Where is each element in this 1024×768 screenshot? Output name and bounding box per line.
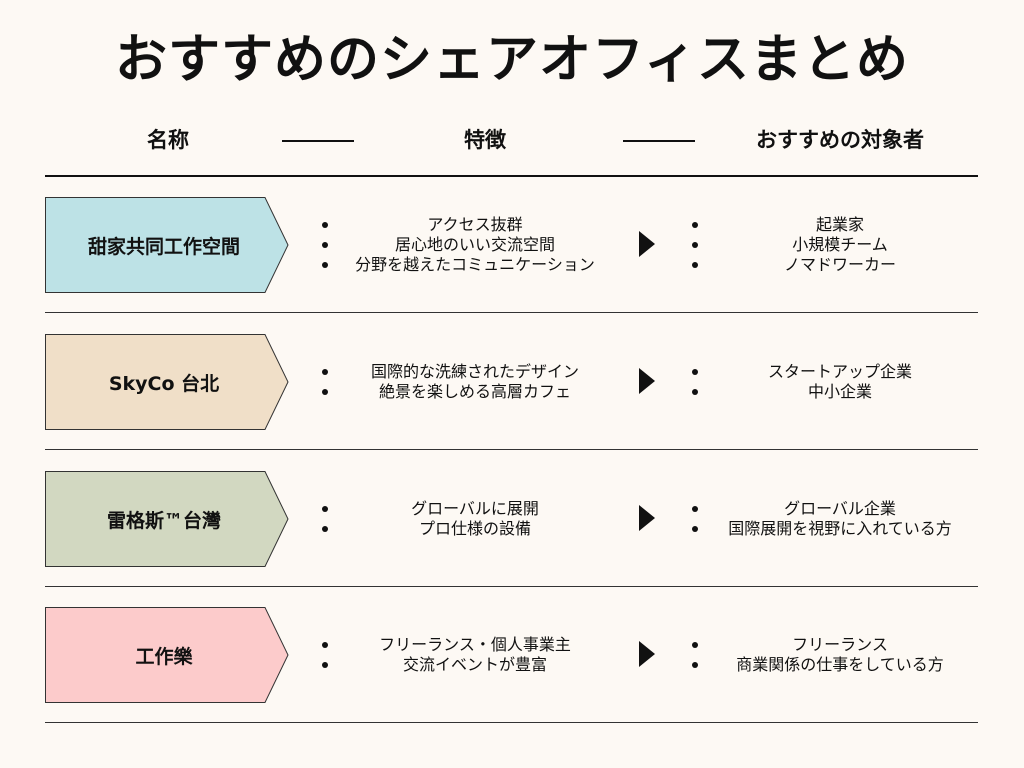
target-list: グローバル企業 国際展開を視野に入れている方 <box>688 471 978 567</box>
bullet-icon <box>692 369 698 375</box>
target-item: 起業家 <box>688 215 978 235</box>
bullet-icon <box>692 506 698 512</box>
target-list: 起業家 小規模チーム ノマドワーカー <box>688 197 978 293</box>
target-text: 起業家 <box>815 215 864 234</box>
feature-list: フリーランス・個人事業主 交流イベントが豊富 <box>318 607 618 703</box>
feature-list: アクセス抜群 居心地のいい交流空間 分野を越えたコミュニケーション <box>318 197 618 293</box>
row-divider <box>45 449 978 450</box>
target-text: ノマドワーカー <box>783 255 896 274</box>
feature-text: 国際的な洗練されたデザイン <box>370 362 579 381</box>
target-item: フリーランス <box>688 635 978 655</box>
bullet-icon <box>322 222 328 228</box>
office-name-tag: 甜家共同工作空間 <box>45 197 289 293</box>
header-rule <box>45 175 978 177</box>
target-item: ノマドワーカー <box>688 255 978 275</box>
row-divider <box>45 586 978 587</box>
feature-text: プロ仕様の設備 <box>418 519 531 538</box>
column-header-name: 名称 <box>147 128 189 152</box>
target-text: 国際展開を視野に入れている方 <box>728 519 952 538</box>
header-divider-left <box>282 140 354 142</box>
office-row: 雷格斯™台灣 グローバルに展開 プロ仕様の設備 グローバル企業 国際展開を視野に… <box>0 471 1024 567</box>
bullet-icon <box>692 642 698 648</box>
triangle-arrow-icon <box>639 231 655 257</box>
office-row: 工作樂 フリーランス・個人事業主 交流イベントが豊富 フリーランス 商業関係の仕… <box>0 607 1024 703</box>
bullet-icon <box>322 642 328 648</box>
arrow-tag-shape <box>45 471 289 567</box>
target-text: グローバル企業 <box>784 499 896 518</box>
target-item: 国際展開を視野に入れている方 <box>688 519 978 539</box>
feature-text: フリーランス・個人事業主 <box>379 635 571 654</box>
feature-item: グローバルに展開 <box>318 499 618 519</box>
feature-item: 国際的な洗練されたデザイン <box>318 362 618 382</box>
office-name-tag: 工作樂 <box>45 607 289 703</box>
bullet-icon <box>322 662 328 668</box>
bullet-icon <box>322 369 328 375</box>
bullet-icon <box>322 242 328 248</box>
office-row: 甜家共同工作空間 アクセス抜群 居心地のいい交流空間 分野を越えたコミュニケーシ… <box>0 197 1024 293</box>
target-text: スタートアップ企業 <box>767 362 912 381</box>
office-row: SkyCo 台北 国際的な洗練されたデザイン 絶景を楽しめる高層カフェ スタート… <box>0 334 1024 430</box>
bullet-icon <box>322 506 328 512</box>
office-name-tag: SkyCo 台北 <box>45 334 289 430</box>
triangle-arrow-icon <box>639 368 655 394</box>
target-text: 商業関係の仕事をしている方 <box>736 655 944 674</box>
target-text: 小規模チーム <box>792 235 888 254</box>
feature-list: 国際的な洗練されたデザイン 絶景を楽しめる高層カフェ <box>318 334 618 430</box>
office-name: 雷格斯™台灣 <box>106 509 221 532</box>
target-item: 中小企業 <box>688 382 978 402</box>
feature-text: グローバルに展開 <box>411 499 539 518</box>
target-item: グローバル企業 <box>688 499 978 519</box>
office-name-tag: 雷格斯™台灣 <box>45 471 289 567</box>
feature-text: 交流イベントが豊富 <box>402 655 547 674</box>
column-header-target: おすすめの対象者 <box>756 128 924 152</box>
arrow-tag-shape <box>45 607 289 703</box>
column-header-features: 特徴 <box>464 128 506 152</box>
target-text: 中小企業 <box>807 382 872 401</box>
bullet-icon <box>692 222 698 228</box>
feature-item: 居心地のいい交流空間 <box>318 235 618 255</box>
arrow-tag-shape <box>45 197 289 293</box>
target-text: フリーランス <box>792 635 888 654</box>
office-name: SkyCo 台北 <box>108 372 220 395</box>
feature-item: 絶景を楽しめる高層カフェ <box>318 382 618 402</box>
target-item: 小規模チーム <box>688 235 978 255</box>
office-name: 工作樂 <box>135 645 193 668</box>
triangle-arrow-icon <box>639 641 655 667</box>
office-name: 甜家共同工作空間 <box>87 235 240 258</box>
arrow-tag-shape <box>45 334 289 430</box>
bullet-icon <box>322 389 328 395</box>
feature-list: グローバルに展開 プロ仕様の設備 <box>318 471 618 567</box>
feature-item: プロ仕様の設備 <box>318 519 618 539</box>
target-list: スタートアップ企業 中小企業 <box>688 334 978 430</box>
feature-text: 居心地のいい交流空間 <box>394 235 555 254</box>
feature-text: 絶景を楽しめる高層カフェ <box>378 382 571 401</box>
bullet-icon <box>692 662 698 668</box>
bullet-icon <box>692 242 698 248</box>
feature-item: 分野を越えたコミュニケーション <box>318 255 618 275</box>
feature-item: 交流イベントが豊富 <box>318 655 618 675</box>
row-divider <box>45 312 978 313</box>
row-divider <box>45 722 978 723</box>
header-divider-right <box>623 140 695 142</box>
target-item: スタートアップ企業 <box>688 362 978 382</box>
feature-text: アクセス抜群 <box>427 215 523 234</box>
bullet-icon <box>692 262 698 268</box>
bullet-icon <box>322 262 328 268</box>
feature-item: フリーランス・個人事業主 <box>318 635 618 655</box>
feature-text: 分野を越えたコミュニケーション <box>355 255 595 274</box>
target-item: 商業関係の仕事をしている方 <box>688 655 978 675</box>
triangle-arrow-icon <box>639 505 655 531</box>
target-list: フリーランス 商業関係の仕事をしている方 <box>688 607 978 703</box>
page-title: おすすめのシェアオフィスまとめ <box>115 30 909 90</box>
bullet-icon <box>692 389 698 395</box>
feature-item: アクセス抜群 <box>318 215 618 235</box>
bullet-icon <box>322 526 328 532</box>
bullet-icon <box>692 526 698 532</box>
